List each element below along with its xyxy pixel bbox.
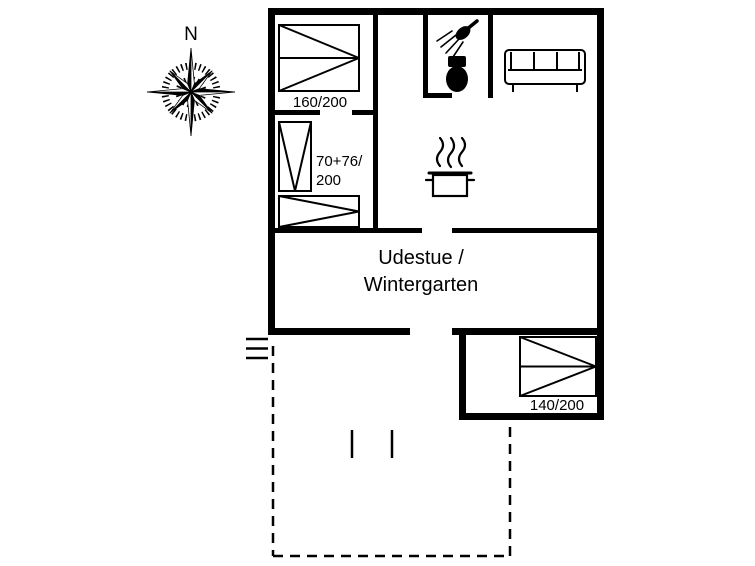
sunroom-label-line2: Wintergarten: [364, 274, 479, 296]
terrace-dashed-outline: [271, 346, 512, 558]
bed-70-76-label-line1: 70+76/: [316, 153, 363, 170]
compass-rose-icon: [146, 47, 236, 137]
sunroom-label-line1: Udestue /: [378, 247, 464, 269]
steps-icon: [246, 337, 268, 360]
bed-70-76-label-line2: 200: [316, 172, 341, 189]
bed-160-label: 160/200: [293, 94, 347, 111]
interior-walls: [275, 15, 597, 233]
bed-140-label: 140/200: [530, 397, 584, 414]
bed-76-icon: [278, 195, 360, 228]
toilet-icon: [446, 56, 468, 92]
cooking-pot-icon: [424, 136, 476, 198]
bed-160-icon: [278, 24, 360, 92]
shower-icon: [436, 19, 479, 58]
sofa-icon: [504, 49, 586, 92]
bed-70-icon: [278, 121, 312, 192]
bed-140-icon: [519, 336, 597, 397]
compass-north-label: N: [184, 24, 198, 45]
outer-walls: [268, 8, 604, 420]
terrace-door-markers: [350, 430, 394, 458]
